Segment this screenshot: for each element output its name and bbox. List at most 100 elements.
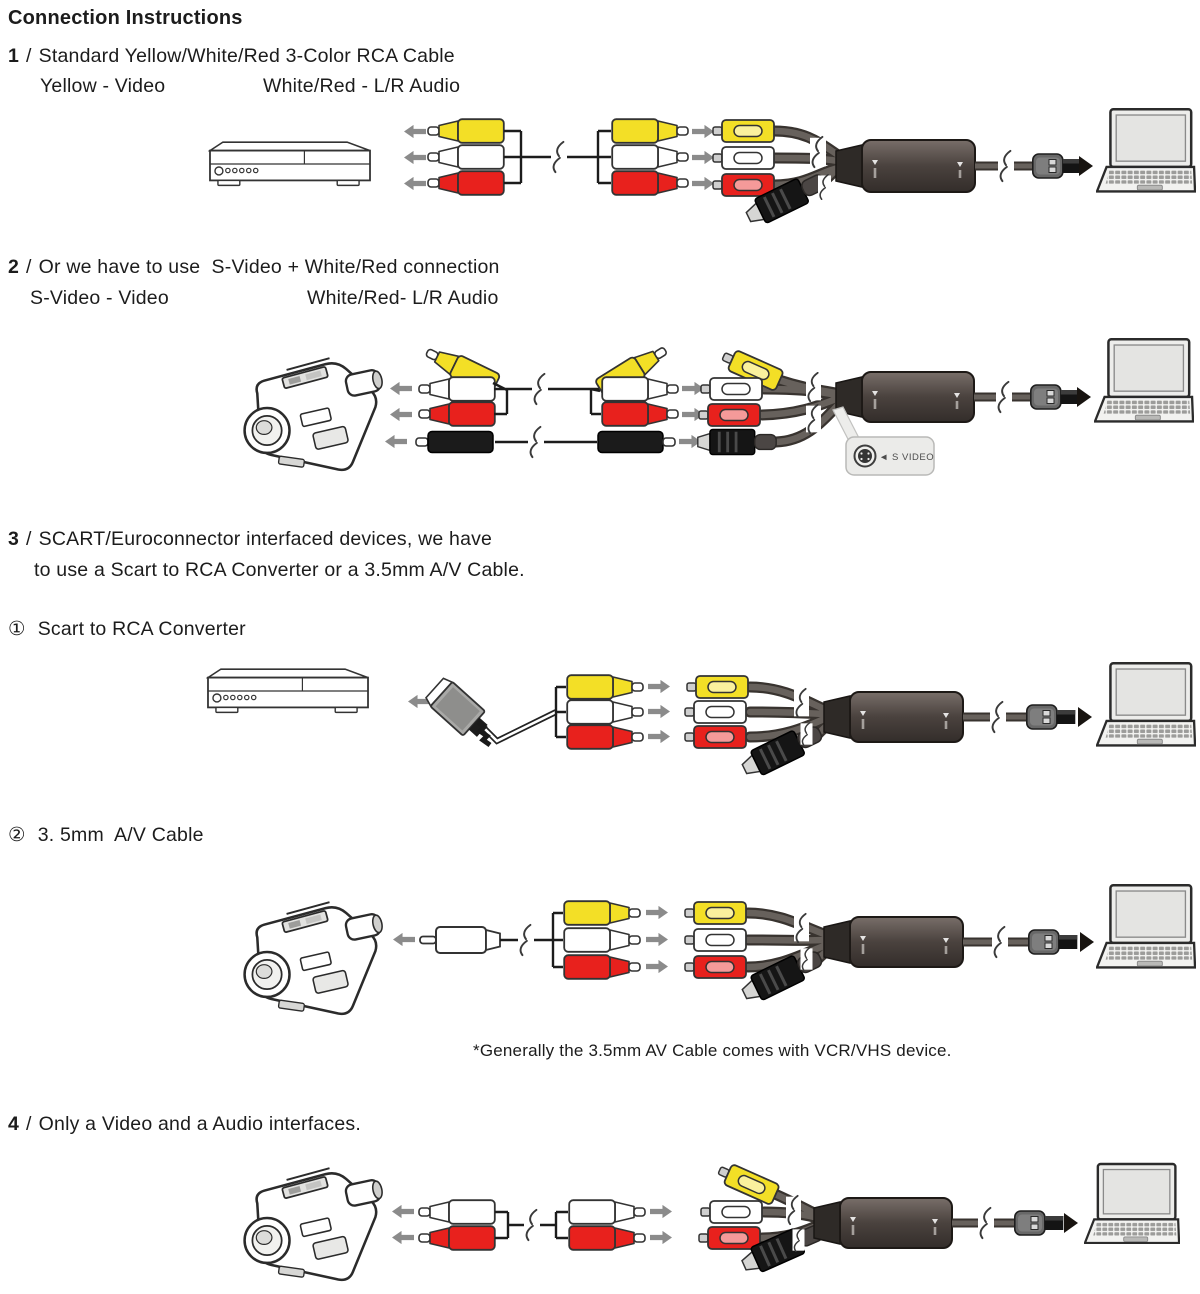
s-video-callout: ◄ S VIDEO (832, 406, 935, 476)
pointer-triangle (1078, 707, 1092, 727)
usb-plug-icon (1028, 929, 1078, 955)
cable-break (800, 722, 813, 746)
diagram-4-35mm-connection (243, 883, 1196, 1016)
s-video-plug (415, 430, 494, 454)
arrow-left-icon (404, 176, 426, 191)
port-mark (955, 401, 959, 409)
cable-boot (823, 920, 851, 964)
rca-plug-red (427, 170, 505, 196)
arrow-right-icon (648, 729, 670, 744)
port-mark (873, 399, 877, 409)
port-mark (873, 168, 877, 178)
rca-plug-white (418, 1199, 496, 1225)
cable-break (532, 372, 548, 406)
section-4-separator: / (26, 1113, 32, 1135)
arrow-left-icon (385, 434, 407, 449)
rca-jack-white (684, 928, 747, 952)
rca-jack-white (700, 377, 763, 401)
arrow-right-icon (646, 905, 668, 920)
section-1-sub-left: Yellow - Video (40, 75, 166, 97)
port-mark (932, 1219, 938, 1224)
rca-plug-red (563, 954, 641, 980)
port-mark (933, 1227, 937, 1235)
cable-break (551, 140, 567, 174)
capture-device-cables (744, 681, 838, 743)
section-1-separator: / (26, 45, 32, 67)
section-1-number: 1 (8, 45, 20, 67)
usb-plug-icon (1014, 1210, 1064, 1236)
option-1-label: Scart to RCA Converter (37, 618, 246, 640)
diagram-3-scart-connection (207, 661, 1196, 783)
section-2-sub-right: White/Red- L/R Audio (307, 287, 499, 309)
port-mark (872, 160, 878, 165)
rca-jack-white (700, 1200, 763, 1224)
cable-break (990, 700, 1006, 734)
rca-jack-yellow (712, 119, 775, 143)
rca-jack-red (698, 1226, 761, 1250)
cable-break (992, 925, 1008, 959)
rca-plug-white (611, 144, 689, 170)
option-2-label: 3. 5mm A/V Cable (37, 824, 204, 846)
port-mark (860, 936, 866, 941)
strain-relief (476, 720, 492, 748)
av-cable-note: *Generally the 3.5mm AV Cable comes with… (473, 1041, 952, 1060)
laptop-icon (1096, 661, 1196, 747)
cable-break (810, 135, 826, 169)
section-3-title-line1: SCART/Euroconnector interfaced devices, … (38, 528, 493, 550)
arrow-right-icon (692, 124, 714, 139)
cable-break (524, 1208, 540, 1242)
arrow-left-icon (392, 1230, 414, 1245)
cable-break (800, 947, 813, 971)
camcorder-icon (243, 356, 386, 472)
arrow-right-icon (650, 1204, 672, 1219)
port-mark (850, 1217, 856, 1222)
port-mark (860, 711, 866, 716)
arrow-left-icon (390, 407, 412, 422)
section-3-number: 3 (8, 528, 20, 550)
section-4-number: 4 (8, 1113, 20, 1135)
arrow-left-icon (404, 150, 426, 165)
cable-break (806, 372, 821, 402)
cable-break (786, 1194, 801, 1226)
rca-plug-yellow (566, 674, 644, 700)
port-mark (944, 721, 948, 729)
capture-box (861, 139, 976, 193)
pointer-triangle (1077, 387, 1091, 407)
cable-break (998, 149, 1014, 183)
rca-plug-white (601, 376, 679, 402)
port-mark (861, 944, 865, 954)
port-mark (943, 713, 949, 718)
capture-device-cables (742, 907, 838, 973)
arrow-right-icon (646, 932, 668, 947)
section-4-title: Only a Video and a Audio interfaces. (38, 1113, 361, 1135)
laptop-icon (1096, 107, 1196, 193)
pointer-triangle (1064, 1213, 1078, 1233)
port-mark (861, 719, 865, 729)
cable-break (794, 687, 809, 719)
section-3-separator: / (26, 528, 32, 550)
s-video-callout-label: ◄ S VIDEO (879, 452, 934, 463)
rca-jack-red (712, 173, 775, 197)
arrow-right-icon (692, 176, 714, 191)
laptop-icon (1094, 337, 1194, 423)
arrow-left-icon (393, 932, 415, 947)
dvd-player-icon (209, 141, 371, 187)
cable-boot (813, 1201, 841, 1245)
cable-break (978, 1206, 994, 1240)
section-1-sub-right: White/Red - L/R Audio (263, 75, 461, 97)
cable-boot (823, 695, 851, 739)
cable-break (792, 1228, 805, 1252)
section-1-subtitle: Yellow - Video White/Red - L/R Audio (40, 74, 740, 98)
s-video-connector-icon (737, 943, 828, 1008)
usb-plug-icon (1030, 384, 1080, 410)
rca-plug-white (418, 376, 496, 402)
rca-plug-yellow (611, 118, 689, 144)
rca-plug-red (568, 1225, 646, 1251)
laptop-icon (1084, 1162, 1180, 1245)
rca-jack-white (712, 146, 775, 170)
arrow-left-icon (390, 381, 412, 396)
rca-plug-white (427, 144, 505, 170)
s-video-plug (597, 430, 676, 454)
